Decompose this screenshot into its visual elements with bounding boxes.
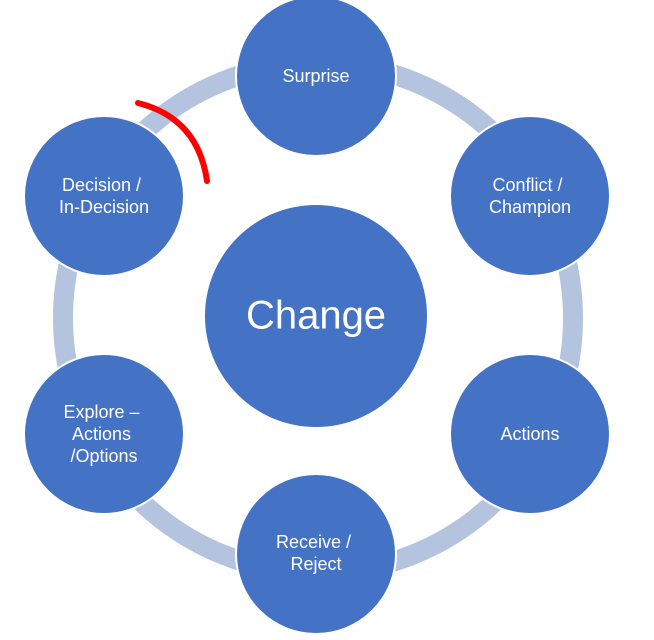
- node-surprise: Surprise: [235, 0, 397, 157]
- center-node: Change: [203, 203, 429, 429]
- node-receive-line-1: Receive /: [276, 532, 351, 552]
- center-label: Change: [246, 294, 386, 338]
- node-conflict: Conflict / Champion: [449, 115, 611, 277]
- node-decision-line-1: Decision /: [62, 175, 141, 195]
- node-surprise-line-1: Surprise: [282, 66, 349, 86]
- node-explore-label: Explore – Actions /Options: [63, 402, 144, 466]
- node-explore-line-3: /Options: [70, 446, 137, 466]
- node-conflict-line-1: Conflict /: [492, 175, 562, 195]
- node-explore-line-2: Actions: [72, 424, 131, 444]
- node-receive-circle: [235, 473, 397, 635]
- node-conflict-line-2: Champion: [489, 197, 571, 217]
- node-actions: Actions: [449, 353, 611, 515]
- node-explore: Explore – Actions /Options: [23, 353, 185, 515]
- node-explore-line-1: Explore –: [63, 402, 139, 422]
- node-decision-line-2: In-Decision: [59, 197, 149, 217]
- node-actions-circle: [449, 353, 611, 515]
- node-receive-line-2: Reject: [290, 554, 341, 574]
- node-conflict-circle: [449, 115, 611, 277]
- node-decision: Decision / In-Decision: [23, 115, 185, 277]
- node-conflict-label: Conflict / Champion: [489, 175, 571, 217]
- red-annotation-arc: [135, 100, 210, 184]
- node-decision-label: Decision / In-Decision: [59, 175, 149, 217]
- node-actions-line-1: Actions: [500, 424, 559, 444]
- node-decision-circle: [23, 115, 185, 277]
- node-actions-label: Actions: [500, 424, 559, 444]
- node-receive: Receive / Reject: [235, 473, 397, 635]
- node-surprise-circle: [235, 0, 397, 157]
- center-circle: [203, 203, 429, 429]
- node-receive-label: Receive / Reject: [276, 532, 356, 574]
- node-surprise-label: Surprise: [282, 66, 349, 86]
- node-explore-circle: [23, 353, 185, 515]
